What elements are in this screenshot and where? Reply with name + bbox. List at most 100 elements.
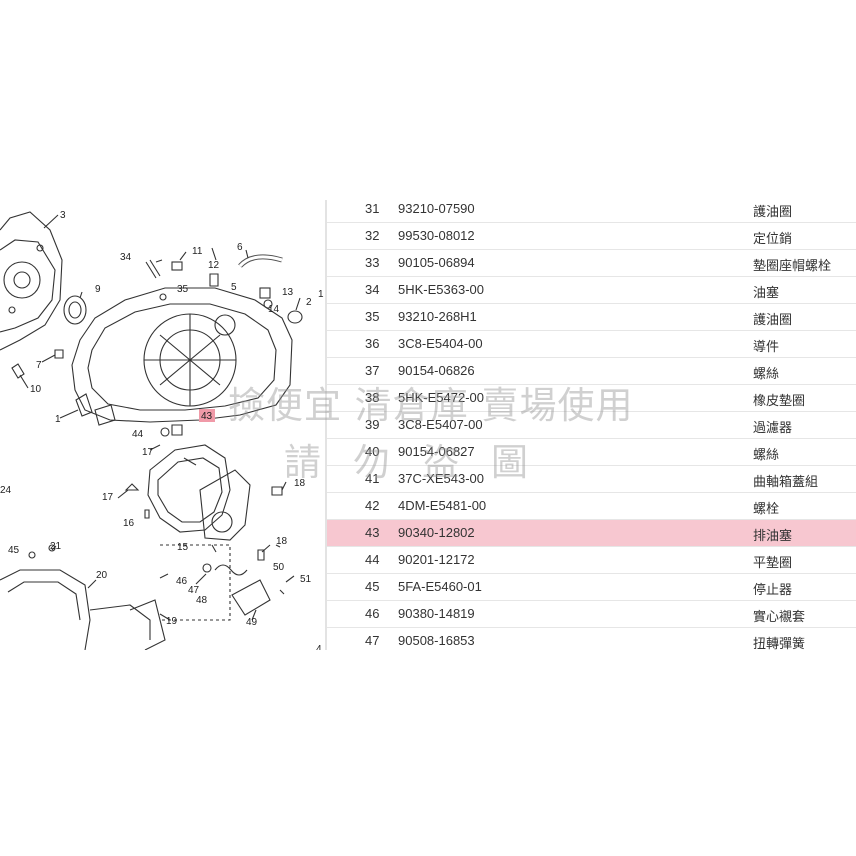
- part-name: 螺絲: [753, 367, 780, 382]
- exploded-view-drawing: 3 11 6 34 12 35 5 9 13 1 2 14 7 10 1 43 …: [0, 210, 324, 650]
- table-row[interactable]: 33 90105-06894 墊圈座帽螺栓: [327, 250, 856, 277]
- callout-13: 13: [282, 287, 294, 298]
- part-code: 90154-06827: [398, 444, 475, 459]
- callout-46: 46: [176, 576, 188, 587]
- part-name: 過濾器: [753, 421, 793, 436]
- callout-45: 45: [8, 545, 20, 556]
- part-number-index: 34: [365, 282, 380, 297]
- part-name: 停止器: [753, 583, 793, 598]
- table-row[interactable]: 35 93210-268H1 護油圈: [327, 304, 856, 331]
- part-code: 90105-06894: [398, 255, 475, 270]
- part-number-index: 31: [365, 202, 380, 216]
- part-code: 5HK-E5363-00: [398, 282, 484, 297]
- table-row[interactable]: 39 3C8-E5407-00 過濾器: [327, 412, 856, 439]
- part-number-index: 46: [365, 606, 380, 621]
- part-number-index: 44: [365, 552, 380, 567]
- part-code: 99530-08012: [398, 228, 475, 243]
- part-name: 扭轉彈簧: [753, 637, 806, 652]
- part-code: 5FA-E5460-01: [398, 579, 482, 594]
- part-number-index: 43: [365, 525, 380, 540]
- callout-51: 51: [300, 574, 312, 585]
- table-row[interactable]: 36 3C8-E5404-00 導件: [327, 331, 856, 358]
- part-code: 3C8-E5404-00: [398, 336, 483, 351]
- part-number-index: 32: [365, 228, 380, 243]
- table-row[interactable]: 32 99530-08012 定位銷: [327, 223, 856, 250]
- table-row[interactable]: 45 5FA-E5460-01 停止器: [327, 574, 856, 601]
- part-number-index: 41: [365, 471, 380, 486]
- part-name: 螺絲: [753, 448, 780, 463]
- callout-17a: 17: [142, 447, 154, 458]
- part-name: 導件: [753, 340, 780, 355]
- part-name: 墊圈座帽螺栓: [753, 259, 832, 274]
- callout-5: 5: [231, 282, 237, 293]
- callout-49: 49: [246, 617, 258, 628]
- panel-divider: [325, 200, 327, 650]
- part-name: 橡皮墊圈: [753, 394, 806, 409]
- part-number-index: 35: [365, 309, 380, 324]
- part-number-index: 42: [365, 498, 380, 513]
- callout-10: 10: [30, 384, 42, 395]
- callout-34: 34: [120, 252, 132, 263]
- part-number-index: 39: [365, 417, 380, 432]
- part-number-index: 36: [365, 336, 380, 351]
- part-name: 平墊圈: [753, 556, 793, 571]
- part-name: 實心襯套: [753, 610, 806, 625]
- callout-numbers: 3 11 6 34 12 35 5 9 13 1 2 14 7 10 1 43 …: [0, 210, 324, 650]
- callout-35: 35: [177, 284, 189, 295]
- callout-3: 3: [60, 210, 66, 221]
- part-name: 曲軸箱蓋組: [753, 475, 819, 490]
- table-row[interactable]: 41 37C-XE543-00 曲軸箱蓋組: [327, 466, 856, 493]
- part-name: 油塞: [753, 286, 780, 301]
- callout-16: 16: [123, 518, 135, 529]
- parts-table: 31 93210-07590 護油圈 32 99530-08012 定位銷 33 90105-…: [327, 202, 856, 654]
- callout-17b: 17: [102, 492, 114, 503]
- part-number-index: 33: [365, 255, 380, 270]
- part-name: 螺栓: [753, 502, 780, 517]
- part-code: 90508-16853: [398, 633, 475, 648]
- part-code: 93210-07590: [398, 202, 475, 216]
- part-number-index: 40: [365, 444, 380, 459]
- callout-1: 1: [55, 414, 61, 425]
- part-number-index: 38: [365, 390, 380, 405]
- part-code: 93210-268H1: [398, 309, 477, 324]
- callout-14: 14: [268, 304, 280, 315]
- table-row[interactable]: 34 5HK-E5363-00 油塞: [327, 277, 856, 304]
- part-code: 4DM-E5481-00: [398, 498, 487, 513]
- callout-1-top: 1: [318, 289, 324, 300]
- callout-50: 50: [273, 562, 285, 573]
- part-number-index: 47: [365, 633, 380, 648]
- table-row[interactable]: 47 90508-16853 扭轉彈簧: [327, 628, 856, 654]
- callout-47: 47: [188, 585, 200, 596]
- callout-9: 9: [95, 284, 101, 295]
- part-name: 定位銷: [753, 232, 793, 247]
- callout-2: 2: [306, 297, 312, 308]
- callout-7: 7: [36, 360, 42, 371]
- callout-11: 11: [192, 246, 203, 257]
- callout-19: 19: [166, 616, 178, 627]
- callout-44: 44: [132, 429, 144, 440]
- callout-12: 12: [208, 260, 220, 271]
- callout-18b: 18: [276, 536, 288, 547]
- part-number-index: 45: [365, 579, 380, 594]
- part-code: 37C-XE543-00: [398, 471, 484, 486]
- table-row-selected[interactable]: 43 90340-12802 排油塞: [327, 520, 856, 547]
- part-name: 排油塞: [753, 529, 793, 544]
- part-code: 3C8-E5407-00: [398, 417, 483, 432]
- table-row[interactable]: 46 90380-14819 實心襯套: [327, 601, 856, 628]
- table-row[interactable]: 40 90154-06827 螺絲: [327, 439, 856, 466]
- callout-21: 21: [50, 541, 62, 552]
- table-row[interactable]: 42 4DM-E5481-00 螺栓: [327, 493, 856, 520]
- part-code: 90340-12802: [398, 525, 475, 540]
- callout-48: 48: [196, 595, 208, 606]
- part-code: 90380-14819: [398, 606, 475, 621]
- highlight-marker: [199, 409, 215, 422]
- callout-24: 24: [0, 485, 12, 496]
- callout-15: 15: [177, 542, 189, 553]
- callout-4: 4: [316, 644, 322, 650]
- part-name: 護油圈: [753, 313, 793, 328]
- callout-6: 6: [237, 242, 243, 253]
